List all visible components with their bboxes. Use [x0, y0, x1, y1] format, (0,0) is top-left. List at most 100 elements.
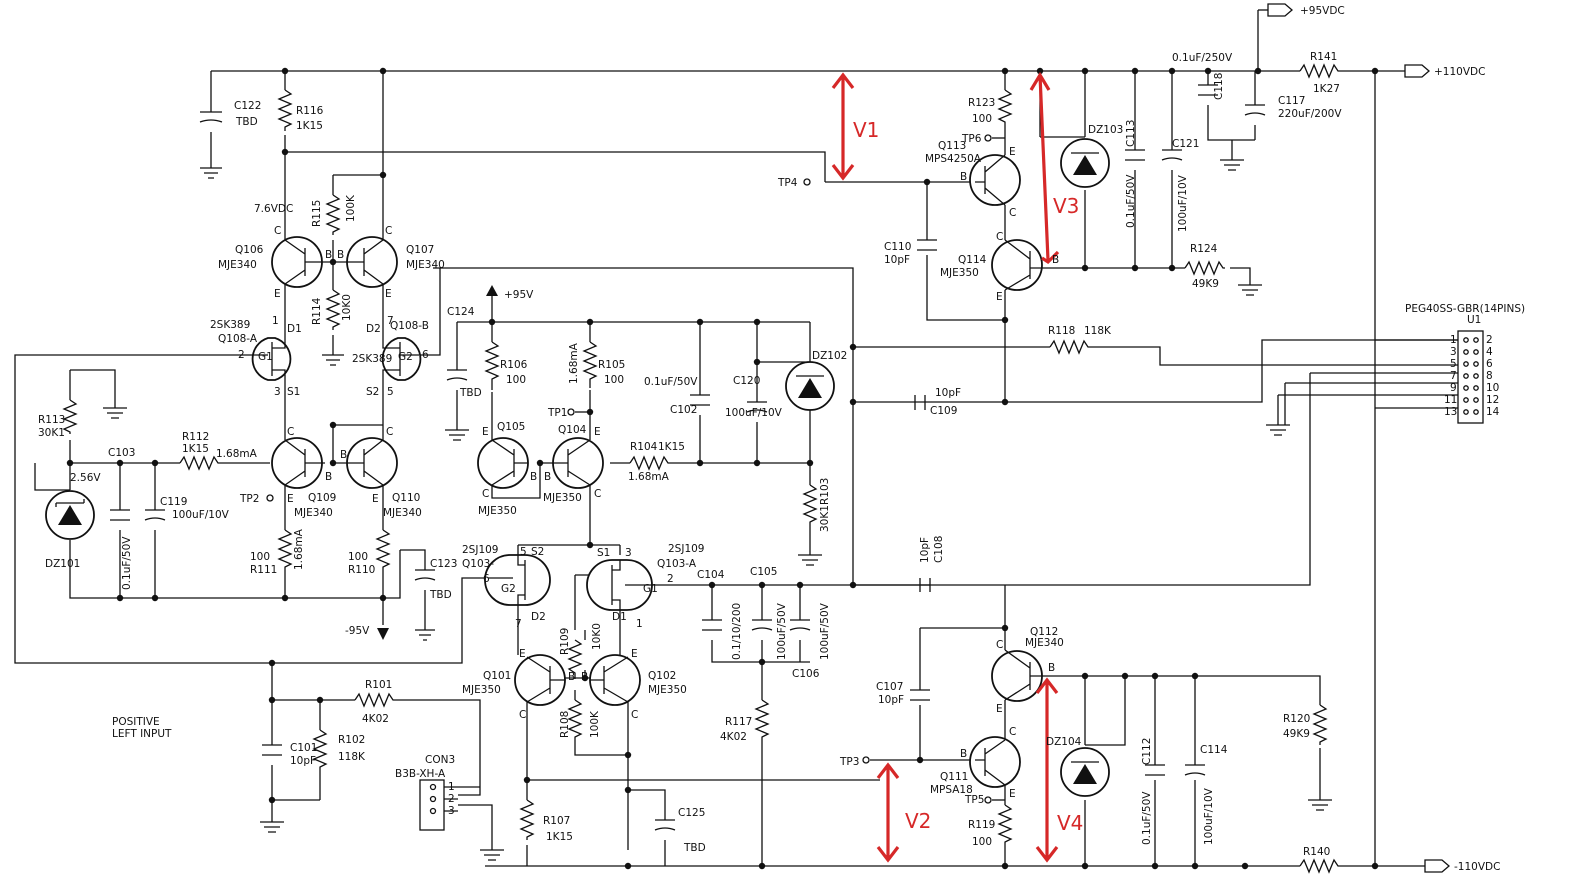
tp1-label: TP1 — [547, 407, 567, 419]
pin-label: E — [996, 703, 1003, 715]
q114-part: MJE350 — [940, 267, 979, 279]
c122-ref: C122 — [234, 100, 261, 112]
c104-ref: C104 — [697, 569, 725, 581]
q106-part: MJE340 — [218, 259, 257, 271]
r101-ref: R101 — [365, 679, 392, 691]
pin-label: 7 — [515, 618, 522, 630]
r115-symbol — [325, 194, 341, 235]
c106-value: 100uF/50V — [819, 602, 831, 660]
tp4-label: TP4 — [777, 177, 798, 189]
pin-label: S2 — [366, 386, 379, 398]
capacitor-symbols — [110, 84, 1266, 831]
r120-value: 49K9 — [1283, 728, 1310, 740]
pin-label: E — [287, 493, 294, 505]
u1-pin: 1 — [1450, 334, 1457, 346]
r120-symbol — [1312, 704, 1328, 745]
r123-ref: R123 — [968, 97, 995, 109]
con3-pin: 2 — [448, 793, 455, 805]
u1-pin: 8 — [1486, 370, 1493, 382]
q105-part: MJE350 — [478, 505, 517, 517]
pin-label: D2 — [531, 611, 546, 623]
pin-label: E — [385, 288, 392, 300]
q107-ref: Q107 — [406, 244, 434, 256]
u1-pin: 5 — [1450, 358, 1457, 370]
r117-ref: R117 — [725, 716, 752, 728]
pin-label: G1 — [258, 351, 273, 363]
r140-ref: R140 — [1303, 846, 1330, 858]
r107-value: 1K15 — [546, 831, 573, 843]
q102-ref: Q102 — [648, 670, 676, 682]
u1-pin: 4 — [1486, 346, 1493, 358]
pin-label: C — [519, 709, 526, 721]
c109-value: 10pF — [935, 387, 961, 399]
labels: +95VDC +110VDC -110VDC +95V -95V PEG40SS… — [38, 5, 1525, 873]
v4-arrow — [1035, 677, 1059, 863]
r109-value: 10K0 — [591, 623, 603, 650]
wires — [14, 9, 1458, 867]
q113-part: MPS4250A — [925, 153, 982, 165]
c113-ref: C113 — [1125, 120, 1137, 147]
dz102-ref: DZ102 — [812, 350, 847, 362]
annotation-current: 1.68mA — [293, 528, 305, 570]
pin-label: C — [287, 426, 294, 438]
pin-label: 6 — [483, 573, 490, 585]
pin-label: B — [325, 471, 332, 483]
r103-ref: R103 — [819, 478, 831, 505]
v1-arrow — [831, 72, 855, 181]
u1-pin: 3 — [1450, 346, 1457, 358]
c117-value: 220uF/200V — [1278, 108, 1342, 120]
input-label: LEFT INPUT — [112, 728, 172, 740]
q109-part: MJE340 — [294, 507, 333, 519]
voltage-markers — [831, 71, 1060, 863]
pin-label: E — [274, 288, 281, 300]
r114-symbol — [325, 289, 341, 330]
q110-ref: Q110 — [392, 492, 420, 504]
u1-pin: 6 — [1486, 358, 1493, 370]
u1-pin: 2 — [1486, 334, 1493, 346]
c120-ref: C120 — [733, 375, 760, 387]
r108-symbol — [567, 699, 583, 745]
pin-label: B — [581, 671, 588, 683]
c102-value: 0.1uF/50V — [644, 376, 698, 388]
r110-value: 100 — [348, 551, 368, 563]
c107-value: 10pF — [878, 694, 904, 706]
c123-ref: C123 — [430, 558, 457, 570]
pin-label: 3 — [625, 547, 632, 559]
r117-value: 4K02 — [720, 731, 747, 743]
u1-pin: 13 — [1444, 406, 1457, 418]
r113-value: 30K1 — [38, 427, 65, 439]
pin-label: B — [337, 249, 344, 261]
r123-symbol — [997, 89, 1013, 125]
r124-symbol — [1184, 260, 1225, 276]
annotation-current: 1.68mA — [628, 471, 670, 483]
con3-part: B3B-XH-A — [395, 768, 446, 780]
c101-value: 10pF — [290, 755, 316, 767]
q106-ref: Q106 — [235, 244, 264, 256]
tp6-label: TP6 — [961, 133, 982, 145]
r141-value: 1K27 — [1313, 83, 1340, 95]
pin-label: C — [996, 231, 1003, 243]
pin-label: 5 — [387, 386, 394, 398]
pin-label: E — [996, 291, 1003, 303]
c114-ref: C114 — [1200, 744, 1228, 756]
annotation-current: 1.68mA — [568, 342, 580, 384]
c105-value: 100uF/50V — [776, 602, 788, 660]
pin-label: B — [544, 471, 551, 483]
q104-part: MJE350 — [543, 492, 582, 504]
r106-value: 100 — [506, 374, 526, 386]
r108-ref: R108 — [559, 711, 571, 738]
q113-ref: Q113 — [938, 140, 966, 152]
u1-pin: 9 — [1450, 382, 1457, 394]
q104-ref: Q104 — [558, 424, 587, 436]
pin-label: E — [594, 426, 601, 438]
c125-ref: C125 — [678, 807, 705, 819]
r117-symbol — [754, 699, 770, 740]
pin-label: B — [960, 748, 967, 760]
r101-value: 4K02 — [362, 713, 389, 725]
q112-part: MJE340 — [1025, 637, 1064, 649]
u1-pin: 14 — [1486, 406, 1500, 418]
r115-ref: R115 — [311, 200, 323, 227]
r101-symbol — [354, 692, 400, 708]
q103b-part: 2SJ109 — [462, 544, 498, 556]
